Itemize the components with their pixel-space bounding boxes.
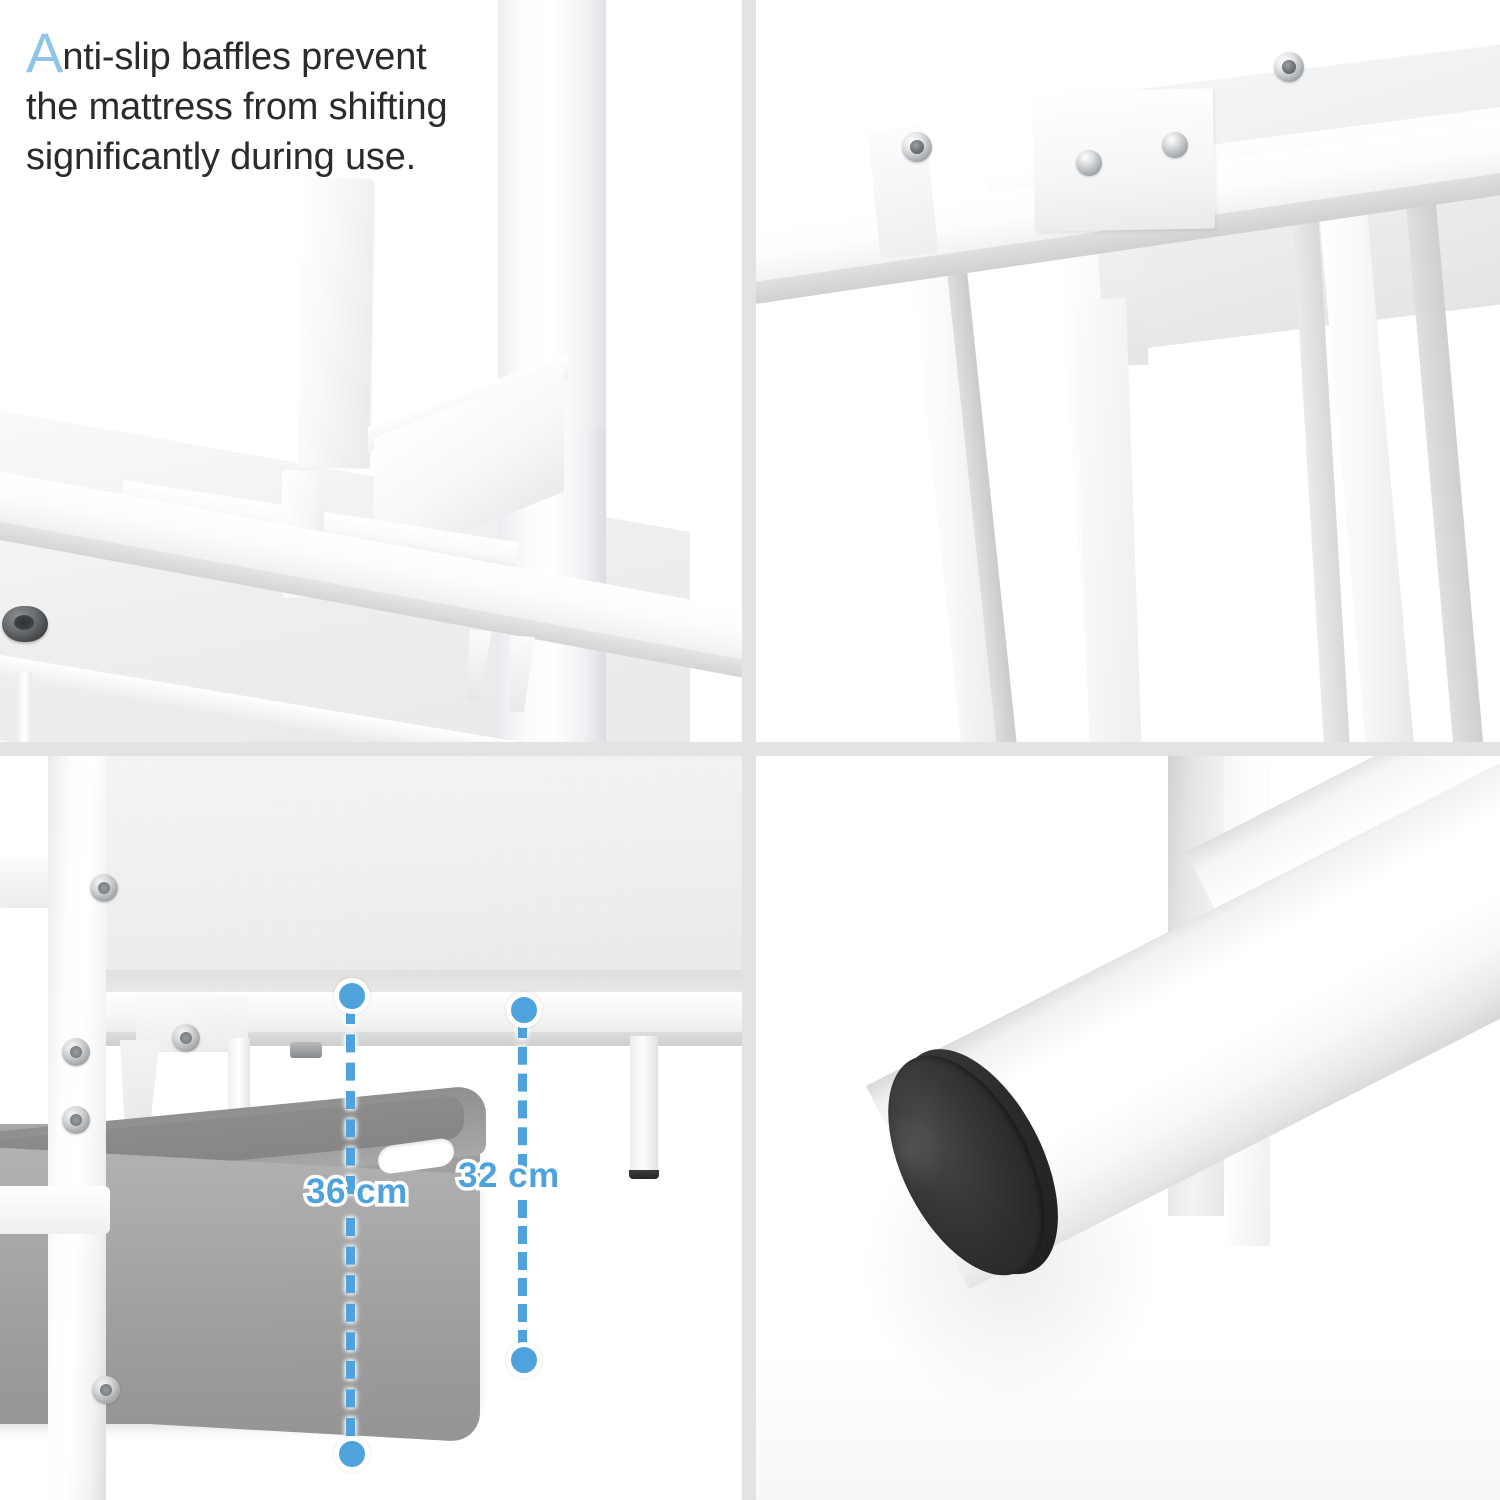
measurement-line-upper-32 [518,1020,527,1172]
caption-line-2: the mattress from shifting [26,86,448,128]
screw-icon [90,874,118,902]
panel-anti-slip-baffles: Anti-slip baffles prevent the mattress f… [0,0,742,742]
panel-superior-metal-tubes: Superior metal tubes ensure extended yea… [756,0,1500,742]
measurement-dot-bottom-32 [506,1342,542,1378]
caption-anti-slip-baffles: Anti-slip baffles prevent the mattress f… [26,25,448,182]
measurement-dot-top-36 [334,978,370,1014]
headboard-shadow [92,970,742,996]
measurement-line-upper-36 [346,1006,355,1194]
screw-icon [172,1024,200,1052]
dome-bolt-icon [1076,150,1102,176]
drop-cap-letter: A [26,21,63,84]
screw-icon [92,1376,120,1404]
caption-line-1: Anti-slip baffles prevent [26,25,447,82]
frame-corner-leg [18,672,32,742]
measurement-label-32cm: 32 cm [455,1153,563,1199]
floor-glide [290,1042,322,1058]
grid-divider-vertical [742,0,756,1500]
anti-slip-baffle-tab [297,177,375,469]
panel-bottom-rubber-caps: Bottom rubber caps keep your floor away … [756,756,1500,1500]
panel-ample-under-bed-room: 36 cm 32 cm Ample under-bed room maximiz… [0,756,742,1500]
measurement-dot-top-32 [506,992,542,1028]
dome-bolt-icon [1162,132,1188,158]
upholstered-headboard [92,756,742,1000]
measurement-dot-bottom-36 [334,1436,370,1472]
screw-icon [62,1038,90,1066]
foot-support-leg [629,1036,659,1179]
side-rail-underside [88,1032,742,1046]
hex-bolt-icon [902,132,932,162]
center-mounting-plate [1032,88,1216,232]
hex-bolt-icon [2,606,48,642]
caption-line-3: significantly during use. [26,136,416,178]
screw-icon [62,1106,90,1134]
hex-bolt-icon [1274,52,1304,82]
measurement-line-lower-36 [346,1218,355,1436]
measurement-line-lower-32 [518,1200,527,1348]
caption-line-1-text: nti-slip baffles prevent [62,36,427,78]
floor-gradient [756,1350,1500,1500]
measurement-label-36cm: 36 cm [303,1169,411,1215]
headboard-cross-rail [0,1186,110,1234]
